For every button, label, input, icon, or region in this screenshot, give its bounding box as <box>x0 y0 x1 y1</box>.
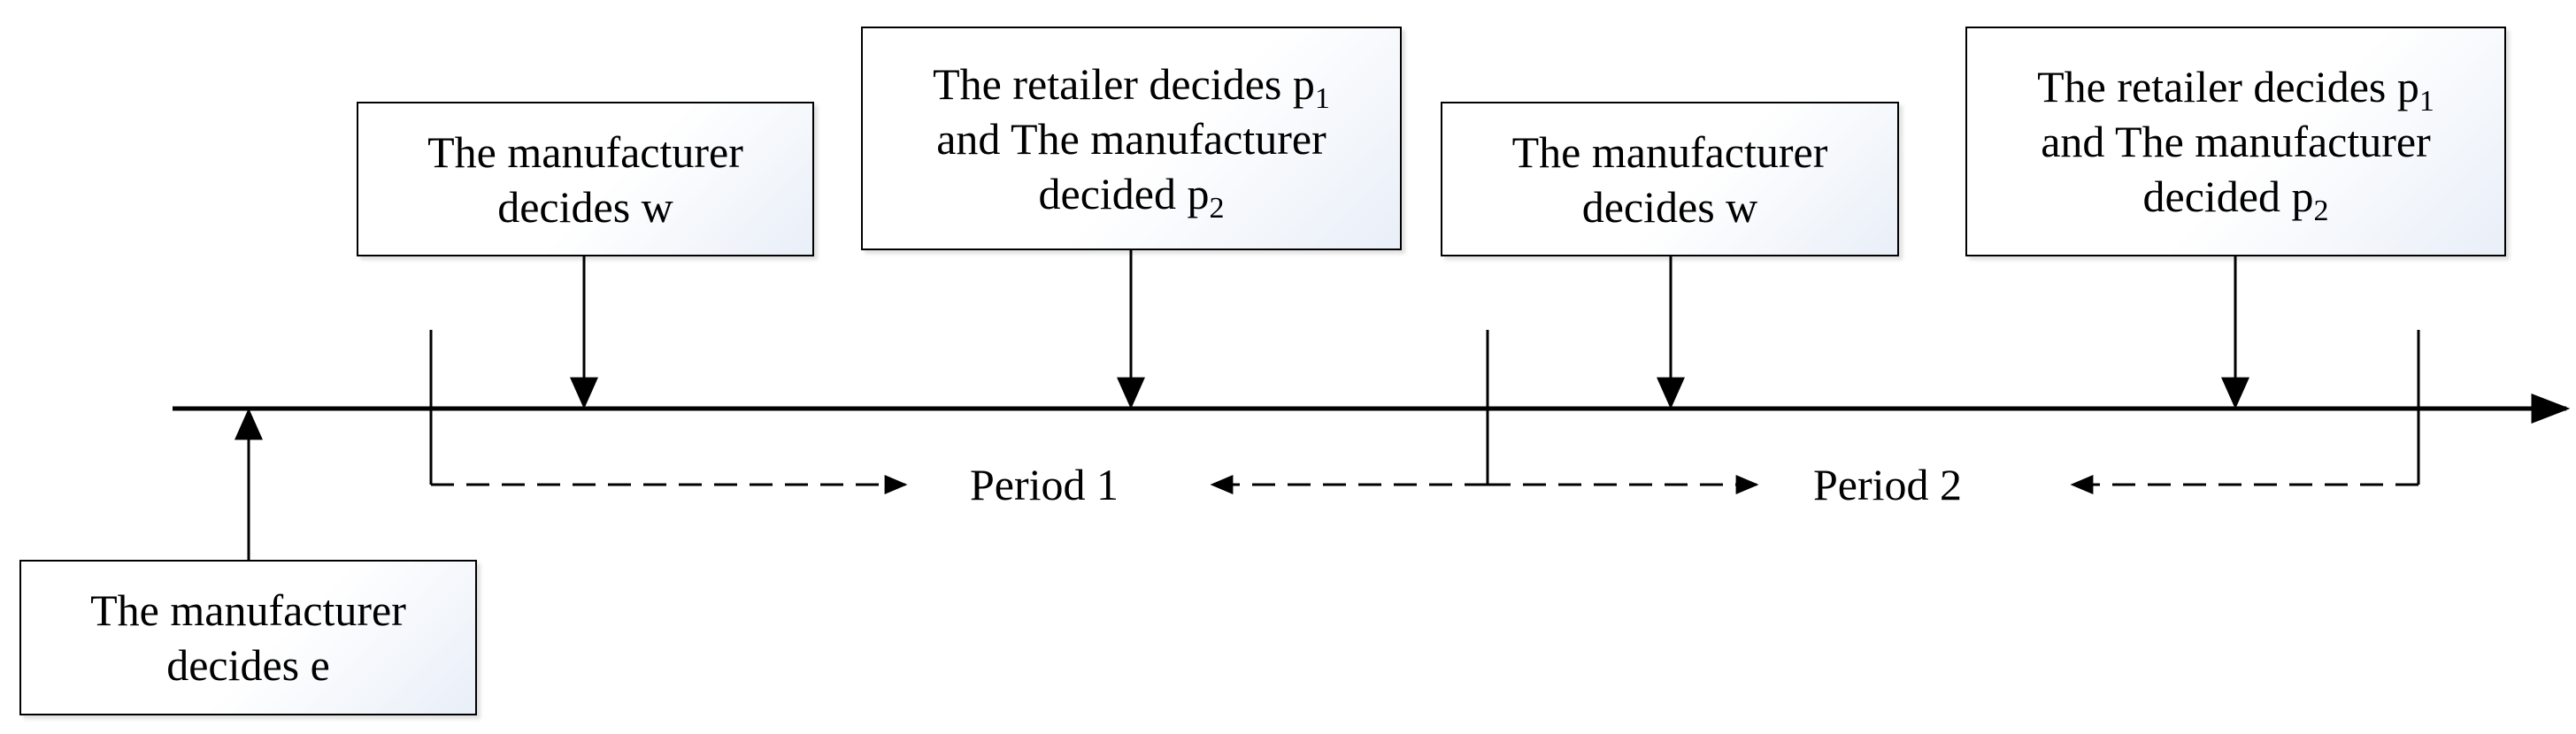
box-text-line: The retailer decides p1 <box>933 57 1330 114</box>
box-text-line: decides w <box>497 181 673 232</box>
period-1-label: Period 1 <box>963 458 1127 511</box>
box-text: The retailer decides p <box>2037 62 2419 111</box>
box-text: The retailer decides p <box>933 58 1315 109</box>
box-text-line: decided p2 <box>2037 169 2434 227</box>
box-period-2-manufacturer-decides-w: The manufacturer decides w <box>1441 102 1899 256</box>
subscript: 1 <box>2418 85 2434 118</box>
box-period-1-manufacturer-decides-w: The manufacturer decides w <box>357 102 814 256</box>
box-period-2-price-decisions: The retailer decides p1 and The manufact… <box>1965 27 2506 256</box>
box-manufacturer-decides-e: The manufacturer decides e <box>19 560 477 715</box>
box-text-line: The retailer decides p1 <box>2037 59 2434 117</box>
box-text-line: decided p2 <box>933 166 1330 224</box>
box-text-line: decides w <box>1581 181 1758 232</box>
box-text-line: The manufacturer <box>427 126 743 177</box>
subscript: 2 <box>1209 191 1225 225</box>
box-text-line: The manufacturer <box>90 585 406 635</box>
box-text-line: The manufacturer <box>1511 126 1828 177</box>
subscript: 2 <box>2313 195 2329 227</box>
period-2-label: Period 2 <box>1806 458 1970 511</box>
box-text-line: and The manufacturer <box>936 113 1326 164</box>
box-text: decided p <box>2142 172 2314 221</box>
box-text: decided p <box>1038 168 1210 218</box>
subscript: 1 <box>1314 81 1330 115</box>
box-period-1-price-decisions: The retailer decides p1 and The manufact… <box>861 27 1402 250</box>
box-text-line: decides e <box>166 640 330 690</box>
box-text-line: and The manufacturer <box>2041 117 2431 166</box>
